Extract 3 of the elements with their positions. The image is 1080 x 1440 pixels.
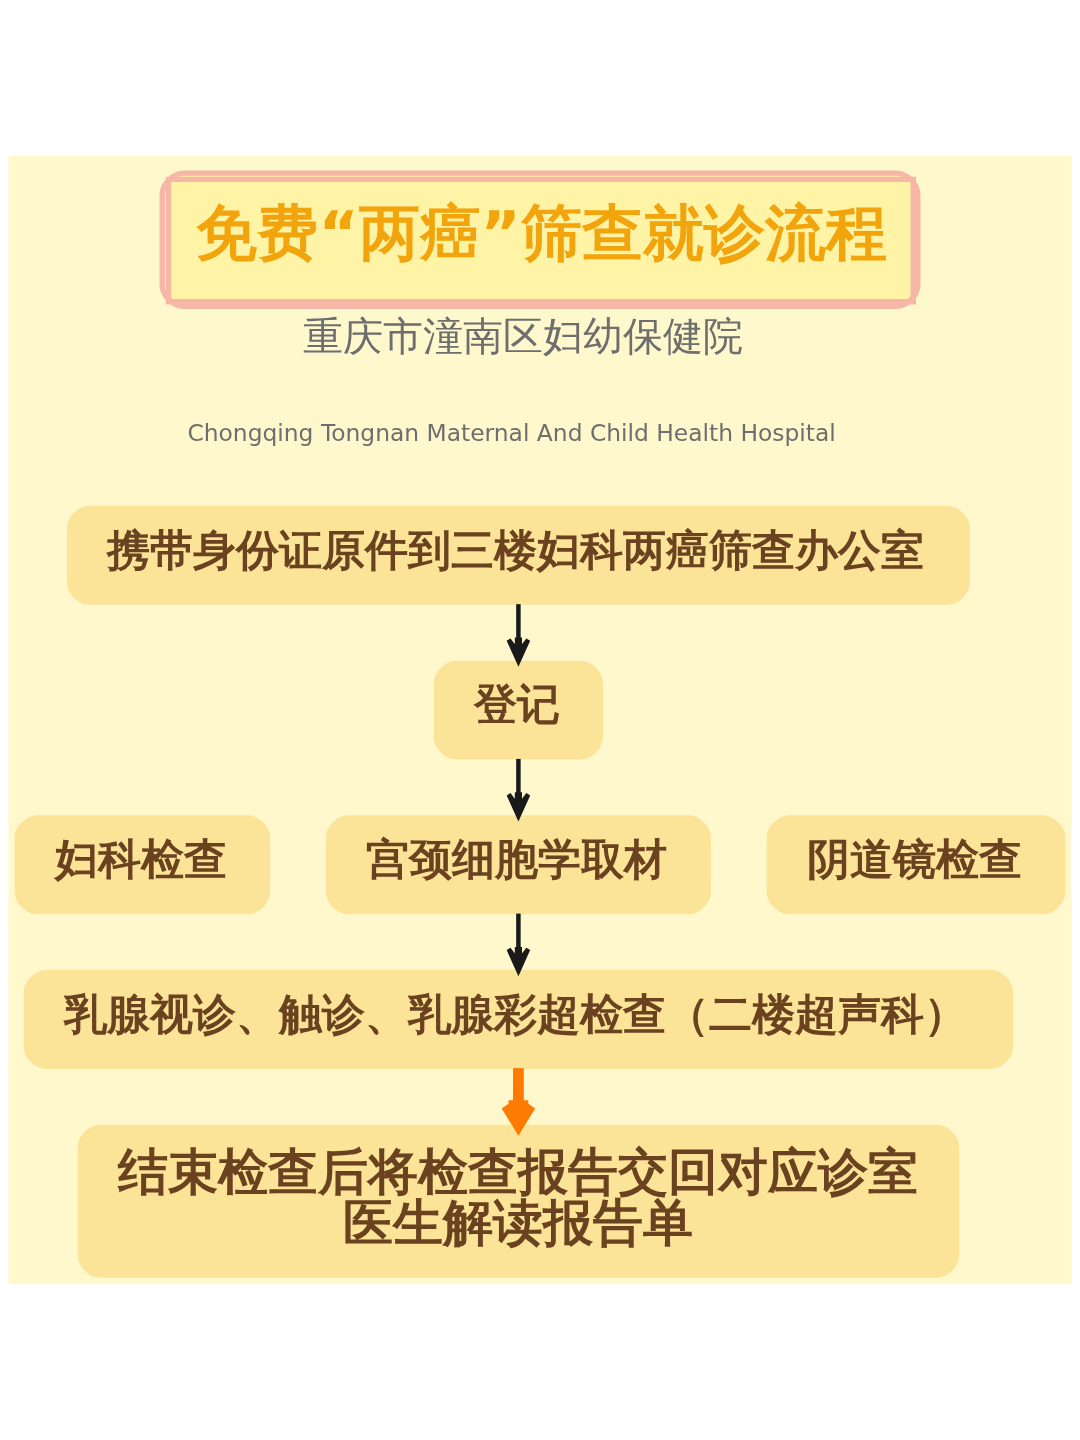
label: Chongqing Tongnan Maternal And Child Health Hospital	[187, 418, 836, 447]
label: 重庆市潼南区妇幼保健院	[302, 312, 743, 359]
diagram-title: 免费“两癌”筛查就诊流程	[196, 197, 887, 269]
